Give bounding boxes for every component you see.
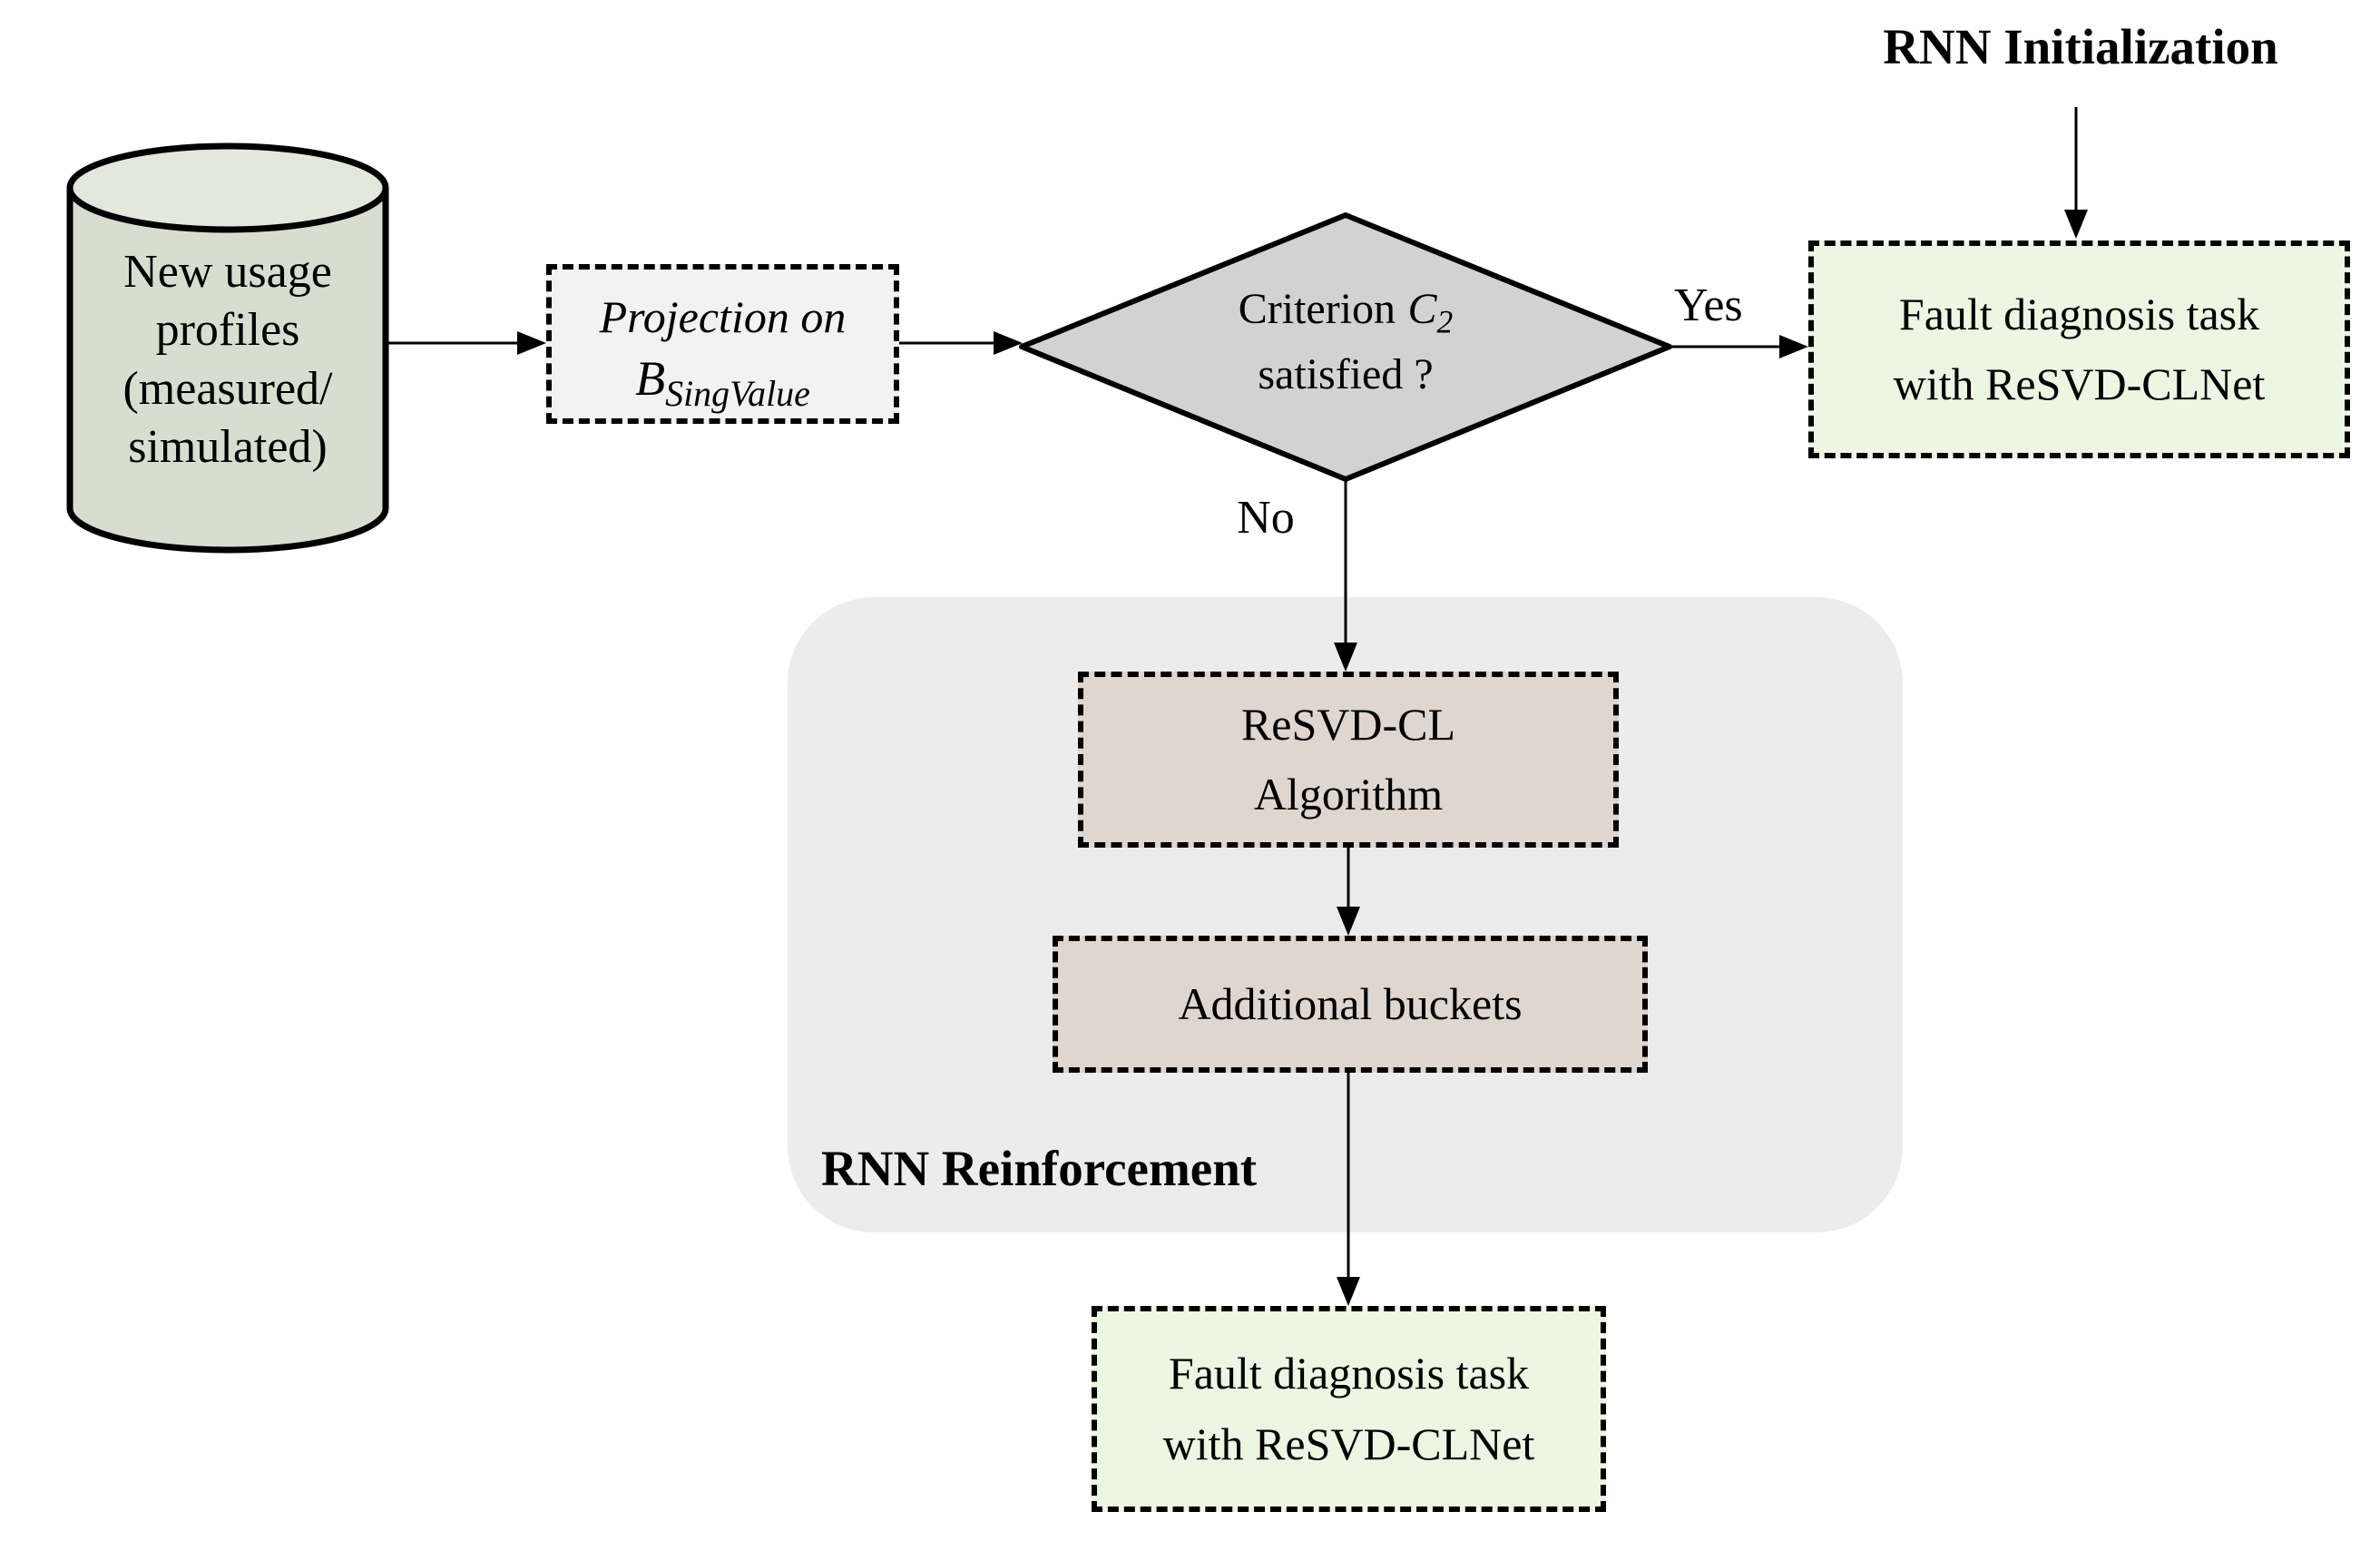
arrowhead-icon	[517, 331, 546, 355]
projection-var-subscript: SingValue	[665, 372, 810, 414]
fault-bottom-line2: with ReSVD-CLNet	[1162, 1418, 1535, 1469]
criterion-line2: satisfied ?	[1258, 350, 1434, 398]
resvd-line2: Algorithm	[1253, 769, 1444, 820]
fault-top-line2: with ReSVD-CLNet	[1893, 358, 2266, 409]
arrow-projection-to-criterion	[898, 331, 1023, 355]
usage-profiles-cylinder-shape	[66, 142, 389, 554]
arrowhead-icon	[1337, 1277, 1360, 1306]
usage-profiles-line2: profiles	[155, 304, 300, 357]
criterion-prefix: Criterion	[1238, 285, 1396, 333]
arrowhead-icon	[1334, 643, 1357, 672]
usage-profiles-line3: (measured/	[122, 362, 333, 415]
arrowhead-icon	[994, 331, 1023, 355]
arrowhead-icon	[1779, 335, 1808, 358]
projection-line2: BSingValue	[635, 351, 810, 411]
usage-profiles-line4: simulated)	[128, 421, 328, 474]
no-branch-label: No	[1237, 492, 1295, 544]
fault-diagnosis-bottom-node: Fault diagnosis task with ReSVD-CLNet	[1092, 1306, 1606, 1512]
arrow-rnn-init-to-fault-top	[2064, 107, 2088, 239]
arrow-buckets-to-fault-bottom	[1337, 1073, 1360, 1306]
resvd-line1: ReSVD-CL	[1240, 698, 1456, 750]
usage-profiles-line1: New usage	[123, 246, 332, 298]
criterion-var-base: C	[1407, 285, 1437, 333]
arrow-cylinder-to-projection	[386, 331, 546, 355]
rnn-reinforcement-caption: RNN Reinforcement	[821, 1141, 1258, 1196]
yes-branch-label: Yes	[1674, 280, 1743, 331]
projection-node: Projection on BSingValue	[546, 264, 899, 424]
arrowhead-icon	[1337, 907, 1360, 936]
arrow-yes-to-fault-top	[1670, 335, 1808, 358]
fault-top-line1: Fault diagnosis task	[1898, 288, 2260, 339]
arrowhead-icon	[2064, 210, 2088, 239]
rnn-initialization-heading: RNN Initialization	[1883, 19, 2278, 74]
arrow-resvd-to-buckets	[1337, 848, 1360, 936]
additional-buckets-node: Additional buckets	[1053, 936, 1648, 1073]
additional-buckets-label: Additional buckets	[1178, 977, 1523, 1029]
projection-var-base: B	[635, 351, 666, 407]
cylinder-top-ellipse	[66, 142, 389, 233]
fault-diagnosis-top-node: Fault diagnosis task with ReSVD-CLNet	[1808, 240, 2350, 458]
fault-bottom-line1: Fault diagnosis task	[1168, 1348, 1530, 1399]
usage-profiles-node-label: New usage profiles (measured/ simulated)	[66, 243, 389, 477]
arrow-no-to-resvd	[1334, 479, 1357, 672]
resvd-cl-algorithm-node: ReSVD-CL Algorithm	[1078, 672, 1619, 848]
cylinder-body	[66, 188, 389, 554]
projection-line1: Projection on	[599, 290, 847, 342]
criterion-var-subscript: 2	[1436, 303, 1454, 340]
